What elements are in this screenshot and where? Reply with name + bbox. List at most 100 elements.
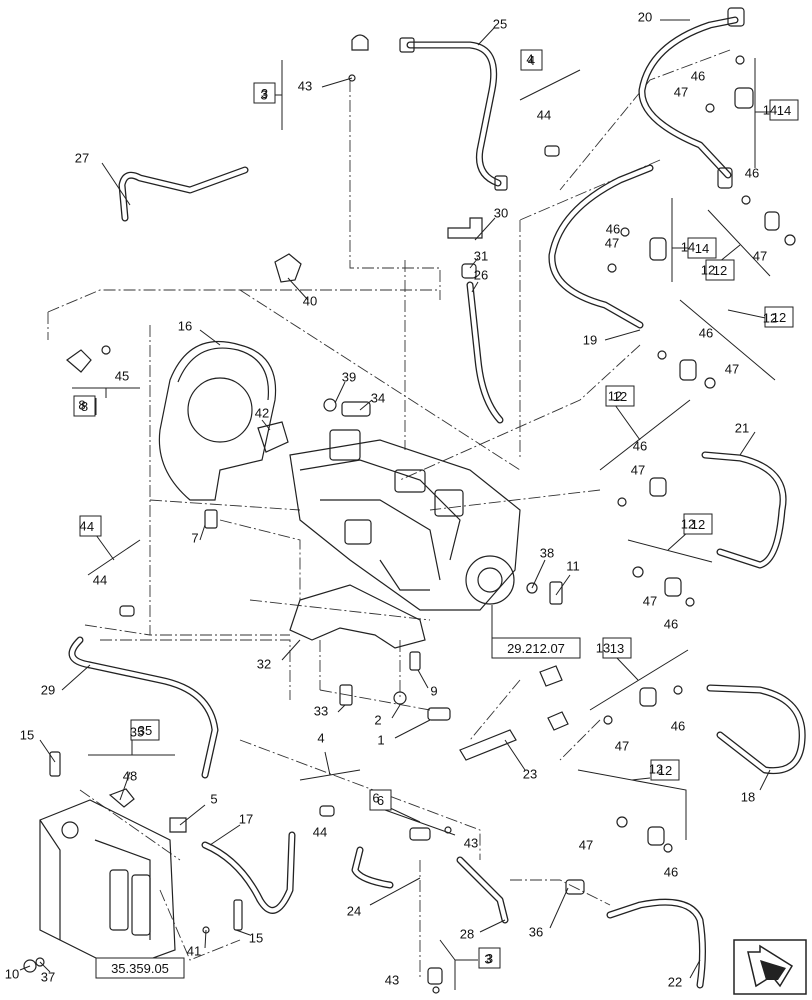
part-callout-21: 21	[735, 420, 749, 435]
boxed-label: 4	[520, 49, 543, 71]
part-callout-41: 41	[187, 943, 201, 958]
part-callout-8: 8	[78, 397, 85, 412]
part-callout-12: 12	[701, 262, 715, 277]
part-callout-31: 31	[474, 248, 488, 263]
svg-text:35.359.05: 35.359.05	[111, 961, 169, 976]
svg-text:8: 8	[81, 399, 88, 414]
boxed-label: 12	[683, 513, 713, 535]
boxed-label: 12	[764, 306, 794, 328]
svg-text:12: 12	[772, 310, 786, 325]
reference-label: 35.359.05	[95, 957, 185, 979]
part-callout-6: 6	[372, 790, 379, 805]
svg-text:3: 3	[486, 951, 493, 966]
bracket-32	[289, 584, 426, 649]
svg-text:12: 12	[658, 763, 672, 778]
leader-lines	[19, 19, 771, 979]
part-callout-3: 3	[484, 951, 491, 966]
part-callout-47: 47	[615, 738, 629, 753]
svg-text:29.212.07: 29.212.07	[507, 641, 565, 656]
part-callout-9: 9	[430, 683, 437, 698]
part-callout-12: 12	[763, 310, 777, 325]
part-callout-2: 2	[374, 712, 381, 727]
svg-text:12: 12	[713, 263, 727, 278]
part-callout-4: 4	[79, 518, 86, 533]
part-callout-18: 18	[741, 789, 755, 804]
svg-text:4: 4	[87, 519, 94, 534]
part-callout-47: 47	[725, 361, 739, 376]
svg-text:6: 6	[377, 793, 384, 808]
rigid-tubes	[118, 166, 509, 924]
svg-text:12: 12	[613, 389, 627, 404]
part-callout-43: 43	[385, 972, 399, 987]
part-callout-46: 46	[606, 221, 620, 236]
hoses	[68, 16, 806, 989]
boxed-label: 12	[705, 259, 735, 281]
part-callout-29: 29	[41, 682, 55, 697]
boxed-label: 3	[253, 82, 276, 104]
boxed-label: 4	[79, 515, 102, 537]
boxed-label: 3	[478, 947, 501, 969]
part-callout-22: 22	[668, 974, 682, 989]
part-callout-48: 48	[123, 768, 137, 783]
svg-text:14: 14	[777, 103, 791, 118]
part-callout-19: 19	[583, 332, 597, 347]
boxed-label: 8	[73, 395, 96, 417]
part-callout-43: 43	[298, 78, 312, 93]
hose-24	[351, 846, 394, 889]
part-callout-47: 47	[674, 84, 688, 99]
hose-18	[706, 684, 806, 775]
hose-25	[406, 41, 502, 187]
part-callout-3: 3	[260, 87, 267, 102]
boxed-label: 14	[769, 99, 799, 121]
part-callout-47: 47	[643, 593, 657, 608]
part-callout-27: 27	[75, 150, 89, 165]
part-callout-44: 44	[313, 824, 327, 839]
part-callout-4: 4	[526, 51, 533, 66]
boxed-label: 12	[650, 759, 680, 781]
flywheel-housing	[158, 341, 277, 501]
part-callout-7: 7	[191, 530, 198, 545]
part-callout-46: 46	[633, 438, 647, 453]
hose-26	[466, 281, 504, 424]
part-callout-12: 12	[649, 761, 663, 776]
pump-assembly	[289, 429, 521, 611]
part-callout-39: 39	[342, 369, 356, 384]
part-callout-28: 28	[460, 926, 474, 941]
boxed-label: 35	[130, 719, 160, 741]
hose-21	[701, 451, 787, 569]
part-callout-16: 16	[178, 318, 192, 333]
part-callout-23: 23	[523, 766, 537, 781]
part-callout-34: 34	[371, 390, 385, 405]
part-callout-46: 46	[699, 325, 713, 340]
part-callout-47: 47	[605, 235, 619, 250]
svg-text:35: 35	[138, 723, 152, 738]
part-callout-46: 46	[745, 165, 759, 180]
next-page-arrow-icon[interactable]	[733, 939, 807, 995]
hose-17	[201, 831, 296, 914]
part-callout-37: 37	[41, 969, 55, 984]
part-callout-46: 46	[664, 616, 678, 631]
svg-text:3: 3	[261, 86, 268, 101]
part-callout-4: 4	[317, 730, 324, 745]
part-callout-15: 15	[20, 727, 34, 742]
part-callout-1: 1	[377, 732, 384, 747]
part-callout-46: 46	[671, 718, 685, 733]
part-callout-12: 12	[681, 516, 695, 531]
part-callout-14: 14	[763, 102, 777, 117]
boxed-label: 14	[687, 237, 717, 259]
hose-20	[638, 16, 739, 179]
part-callout-42: 42	[255, 405, 269, 420]
assembly-lines	[47, 49, 731, 980]
part-callout-44: 44	[537, 107, 551, 122]
part-callout-5: 5	[210, 791, 217, 806]
boxed-labels: 3 4 14 12 14 12 12 8 12 4 12 13 35 6 12 …	[73, 49, 799, 969]
part-callout-45: 45	[115, 368, 129, 383]
part-callout-47: 47	[753, 248, 767, 263]
boxed-label: 12	[605, 385, 635, 407]
svg-text:4: 4	[528, 53, 535, 68]
part-callout-13: 13	[596, 640, 610, 655]
reference-labels: 29.212.07 35.359.05	[95, 637, 581, 979]
part-callout-46: 46	[664, 864, 678, 879]
boxed-label: 13	[602, 637, 632, 659]
